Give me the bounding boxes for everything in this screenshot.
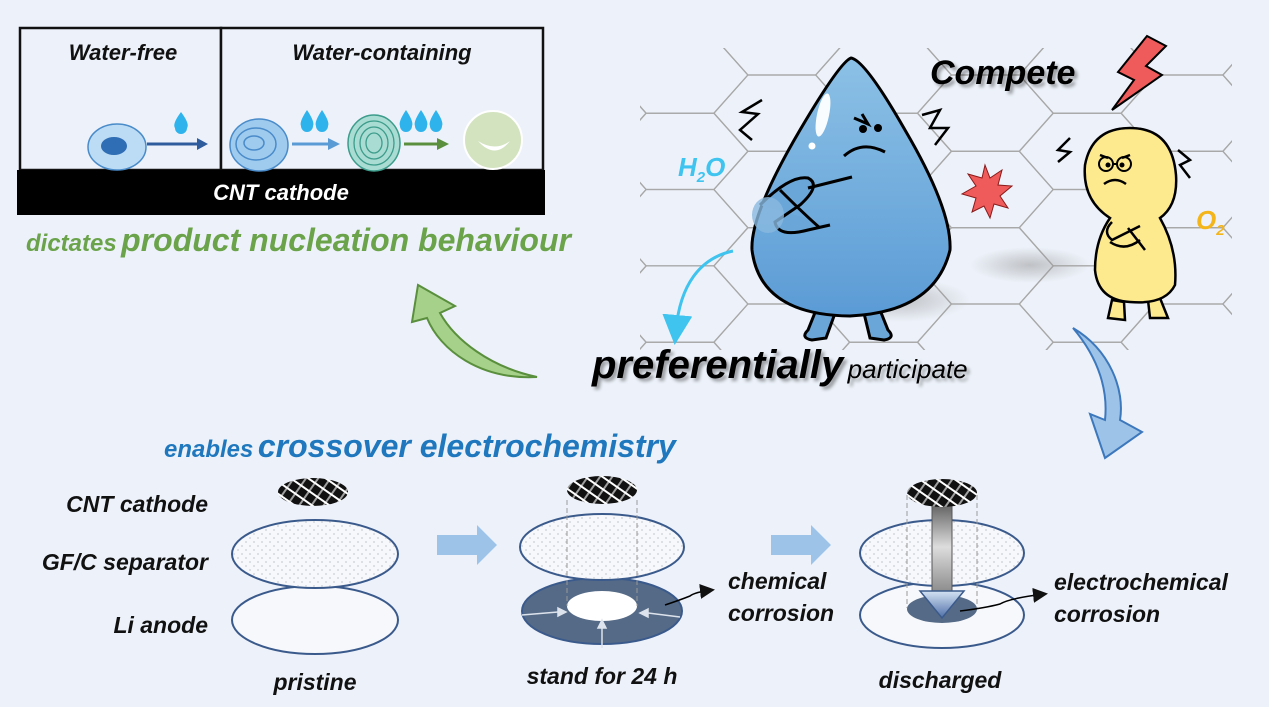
o2-label-sub: 2 — [1216, 222, 1225, 240]
lattice-hexagon — [722, 48, 841, 76]
cnt-cathode-disc — [567, 476, 637, 504]
crossover-heading-main: crossover electrochemistry — [257, 428, 676, 464]
water-free-label: Water-free — [68, 40, 178, 65]
electrochemical-corrosion-line1: electrochemical — [1054, 569, 1228, 595]
curved-arrow-down-icon — [662, 249, 734, 345]
chemical-corrosion-line1: chemical — [728, 568, 827, 594]
layer-label-separator: GF/C separator — [41, 549, 208, 575]
h2o-label-sub: 2 — [696, 169, 706, 187]
water-drop-icon — [174, 112, 188, 134]
participate-weak: participate — [847, 354, 968, 384]
impact-burst-icon — [960, 163, 1014, 220]
layer-label-cathode: CNT cathode — [66, 491, 208, 517]
cnt-cathode-bar-label: CNT cathode — [213, 180, 349, 205]
chemical-corrosion-label: chemical corrosion — [728, 565, 834, 629]
cnt-cathode-bar — [17, 170, 545, 215]
layer-label-anode: Li anode — [113, 612, 208, 638]
lattice-hexagon — [1019, 0, 1155, 37]
cell-stack-rested — [519, 476, 715, 648]
lattice-hexagon — [612, 0, 748, 37]
crossover-heading-prefix: enables — [164, 436, 254, 463]
lattice-hexagon — [1222, 140, 1232, 163]
process-arrow-icon — [437, 525, 497, 565]
lattice-hexagon — [1223, 342, 1269, 418]
cell-stack-pristine — [231, 478, 399, 655]
oxygen-character — [1083, 126, 1178, 322]
lattice-hexagon — [1222, 292, 1232, 316]
electrochemical-corrosion-line2: corrosion — [1054, 601, 1161, 627]
electrochemical-corrosion-label: electrochemical corrosion — [1054, 566, 1228, 630]
curved-arrow-up-left-icon — [410, 283, 538, 379]
cnt-cathode-disc — [278, 478, 348, 506]
li-anode-disc — [231, 585, 399, 655]
lightning-bolt-icon — [1111, 34, 1168, 111]
lattice-hexagon — [918, 380, 1054, 456]
lattice-hexagon — [714, 380, 850, 456]
h2o-label-h: H — [678, 152, 697, 182]
cell-stack-discharged — [859, 479, 1048, 649]
step-label-rested: stand for 24 h — [526, 663, 678, 689]
lattice-hexagon — [1120, 303, 1232, 350]
nucleation-heading: dictates product nucleation behaviour — [26, 222, 571, 259]
lattice-hexagon — [1045, 341, 1129, 350]
water-drop-character — [750, 56, 1090, 342]
annoyed-squiggle-icon — [738, 98, 1193, 179]
lattice-hexagon — [640, 188, 749, 267]
product-particle-mid-water — [347, 114, 401, 172]
product-particle-low-water — [229, 118, 289, 172]
step-label-discharged: discharged — [878, 667, 1002, 693]
nucleation-heading-main: product nucleation behaviour — [121, 222, 571, 258]
step-label-pristine: pristine — [273, 669, 357, 695]
h2o-label-o: O — [705, 152, 726, 182]
pointer-arrow-icon — [959, 587, 1048, 612]
crossover-heading: enables crossover electrochemistry — [164, 428, 676, 465]
product-particle-high-water — [463, 110, 523, 170]
lattice-hexagon — [1222, 63, 1232, 87]
water-containing-label: Water-containing — [292, 40, 472, 65]
curved-arrow-down-right-icon — [1072, 327, 1144, 460]
water-drops-icon — [399, 110, 443, 132]
process-arrow-icon — [771, 525, 831, 565]
o2-label: O2 — [1196, 205, 1225, 239]
nucleation-panel — [17, 26, 545, 215]
o2-label-o: O — [1196, 205, 1217, 235]
nucleation-heading-prefix: dictates — [26, 230, 117, 257]
lattice-hexagon — [640, 48, 749, 114]
chemical-corrosion-line2: corrosion — [728, 600, 835, 626]
pointer-arrow-icon — [664, 583, 715, 606]
water-drops-icon — [300, 110, 329, 132]
participate-strong: preferentially — [592, 343, 844, 387]
lattice-hexagon — [816, 0, 952, 37]
lattice-hexagon — [1121, 380, 1257, 456]
participate-label: preferentially participate — [592, 343, 968, 388]
compete-label: Compete — [930, 54, 1076, 92]
lattice-hexagon — [1222, 216, 1232, 239]
lattice-hexagon — [1223, 0, 1269, 37]
cnt-cathode-disc — [907, 479, 977, 507]
h2o-label: H2O — [678, 152, 725, 186]
